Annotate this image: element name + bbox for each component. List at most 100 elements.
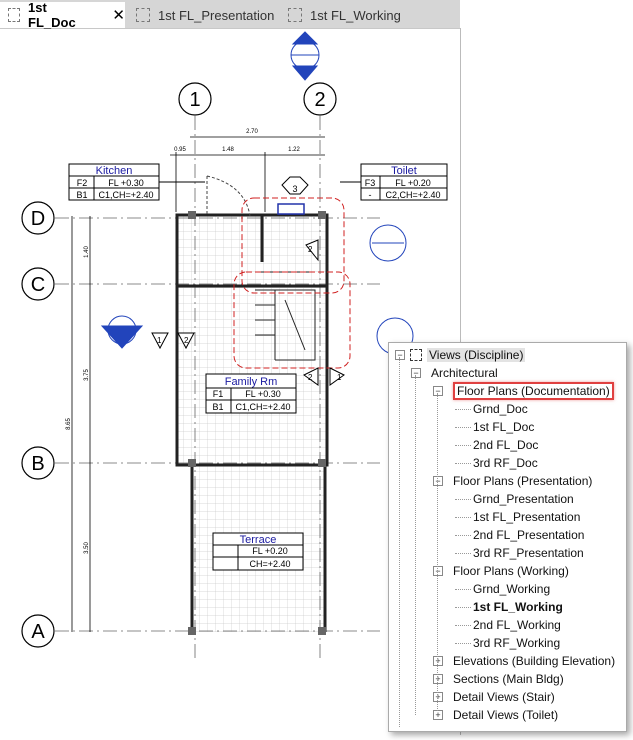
- walls: [175, 213, 329, 632]
- view-tab-bar: 1st FL_Doc ✕ 1st FL_Presentation 1st FL_…: [0, 0, 460, 30]
- tree-item[interactable]: Floor Plans (Working): [453, 562, 569, 580]
- tree-item[interactable]: Grnd_Working: [473, 580, 550, 598]
- expand-icon[interactable]: +: [433, 656, 443, 666]
- room-code: B1: [212, 402, 223, 412]
- tree-item[interactable]: 1st FL_Presentation: [473, 508, 580, 526]
- tree-item-label: Floor Plans (Documentation): [453, 382, 614, 400]
- tree-item-label: Detail Views (Toilet): [453, 708, 559, 722]
- floor-tile-hatch: [178, 216, 326, 464]
- tree-item-label: 1st FL_Doc: [473, 420, 535, 434]
- collapse-icon[interactable]: −: [433, 386, 443, 396]
- expand-icon[interactable]: +: [433, 710, 443, 720]
- room-ceiling: C1,CH=+2.40: [235, 402, 290, 412]
- door-tag: 1: [337, 373, 342, 382]
- tree-item[interactable]: Floor Plans (Presentation): [453, 472, 592, 490]
- expand-icon[interactable]: +: [433, 692, 443, 702]
- project-browser-tree[interactable]: −Views (Discipline)−Architectural−Floor …: [388, 342, 627, 732]
- tab-1st-fl-working[interactable]: 1st FL_Working: [280, 2, 430, 28]
- collapse-icon[interactable]: −: [433, 566, 443, 576]
- tree-item-label: Sections (Main Bldg): [453, 672, 564, 686]
- tree-item-label: 3rd RF_Working: [473, 636, 561, 650]
- tree-item[interactable]: 1st FL_Doc: [473, 418, 534, 436]
- room-code: F2: [77, 178, 88, 188]
- room-ceiling: C2,CH=+2.40: [385, 190, 440, 200]
- toilet-room-tag: Toilet F3 FL +0.20 - C2,CH=+2.40: [340, 163, 448, 201]
- tree-item-label: Architectural: [431, 366, 498, 380]
- tree-item[interactable]: Detail Views (Toilet): [453, 706, 558, 724]
- tree-item[interactable]: 3rd RF_Doc: [473, 454, 538, 472]
- tree-item[interactable]: 2nd FL_Doc: [473, 436, 538, 454]
- room-ceiling: C1,CH=+2.40: [98, 190, 153, 200]
- room-tags: Kitchen F2 FL +0.30 B1 C1,CH=+2.40 Toile…: [68, 163, 448, 571]
- tab-1st-fl-doc[interactable]: 1st FL_Doc ✕: [0, 0, 125, 30]
- tree-item[interactable]: Floor Plans (Documentation): [453, 382, 614, 400]
- tree-item-label: 2nd FL_Working: [473, 618, 561, 632]
- room-ceiling: CH=+2.40: [249, 559, 290, 569]
- grid-bubble-1: 1: [189, 89, 200, 111]
- tree-item[interactable]: Sections (Main Bldg): [453, 670, 564, 688]
- family-room-tag: Family Rm F1 FL +0.30 B1 C1,CH=+2.40: [205, 373, 297, 414]
- grid-bubble-b: B: [31, 453, 44, 475]
- tab-label: 1st FL_Working: [310, 7, 401, 23]
- tree-item-label: Floor Plans (Presentation): [453, 474, 593, 488]
- tree-connector: [455, 607, 471, 608]
- collapse-icon[interactable]: −: [411, 368, 421, 378]
- tree-connector: [455, 553, 471, 554]
- room-floor-level: FL +0.30: [108, 178, 143, 188]
- tree-item[interactable]: Elevations (Building Elevation): [453, 652, 615, 670]
- collapse-icon[interactable]: −: [395, 350, 405, 360]
- grid-bubble-2: 2: [314, 89, 325, 111]
- tree-connector: [399, 357, 400, 727]
- tree-item-label: 1st FL_Presentation: [473, 510, 581, 524]
- dim-vtotal: 8.65: [66, 418, 72, 430]
- room-code: F1: [213, 389, 224, 399]
- tree-connector: [455, 499, 471, 500]
- tree-item[interactable]: 2nd FL_Presentation: [473, 526, 584, 544]
- room-name: Family Rm: [225, 376, 278, 388]
- tree-item-label: Grnd_Doc: [473, 402, 528, 416]
- views-icon: [410, 349, 422, 361]
- tree-item-label: 1st FL_Working: [473, 600, 563, 614]
- tree-item[interactable]: Detail Views (Stair): [453, 688, 555, 706]
- tab-label: 1st FL_Presentation: [158, 7, 275, 23]
- expand-icon[interactable]: +: [433, 674, 443, 684]
- tree-item[interactable]: 3rd RF_Presentation: [473, 544, 584, 562]
- tree-item[interactable]: 1st FL_Working: [473, 598, 563, 616]
- close-icon[interactable]: ✕: [112, 7, 125, 24]
- tree-item-label: Floor Plans (Working): [453, 564, 569, 578]
- dim-mid: 1.48: [222, 147, 234, 153]
- room-code: F3: [365, 178, 376, 188]
- tree-connector: [455, 463, 471, 464]
- tree-item[interactable]: 3rd RF_Working: [473, 634, 560, 652]
- door-tag: 2: [184, 336, 189, 345]
- tree-item-label: 3rd RF_Presentation: [473, 546, 584, 560]
- tree-connector: [455, 589, 471, 590]
- collapse-icon[interactable]: −: [433, 476, 443, 486]
- room-floor-level: FL +0.20: [395, 178, 430, 188]
- tree-item-label: Detail Views (Stair): [453, 690, 555, 704]
- tree-item-label: 2nd FL_Presentation: [473, 528, 585, 542]
- door-tag: 2: [308, 245, 313, 254]
- tree-item[interactable]: Views (Discipline): [427, 346, 526, 364]
- floor-plan-icon: [288, 8, 302, 22]
- tree-item-label: Grnd_Presentation: [473, 492, 574, 506]
- tree-item-label: 3rd RF_Doc: [473, 456, 538, 470]
- dim-v2: 3.75: [84, 369, 90, 381]
- tree-item[interactable]: 2nd FL_Working: [473, 616, 561, 634]
- floor-plan-drawing: 1 2 D C B A 2.70 0.95 1.48 1.22 1.40 3.7…: [21, 31, 448, 660]
- tree-connector: [415, 375, 416, 715]
- dim-v3: 3.50: [84, 542, 90, 554]
- tree-item[interactable]: Architectural: [431, 364, 498, 382]
- drawing-canvas[interactable]: 1 2 D C B A 2.70 0.95 1.48 1.22 1.40 3.7…: [0, 28, 461, 735]
- window-tag: 3: [292, 184, 297, 194]
- tree-item[interactable]: Grnd_Presentation: [473, 490, 574, 508]
- door-tag: 2: [308, 373, 313, 382]
- tree-connector: [455, 427, 471, 428]
- tab-1st-fl-presentation[interactable]: 1st FL_Presentation: [128, 2, 278, 28]
- room-name: Toilet: [391, 165, 417, 177]
- tree-item[interactable]: Grnd_Doc: [473, 400, 528, 418]
- room-floor-level: FL +0.30: [245, 389, 280, 399]
- tree-connector: [455, 409, 471, 410]
- room-name: Terrace: [240, 534, 277, 546]
- dim-left: 0.95: [174, 147, 186, 153]
